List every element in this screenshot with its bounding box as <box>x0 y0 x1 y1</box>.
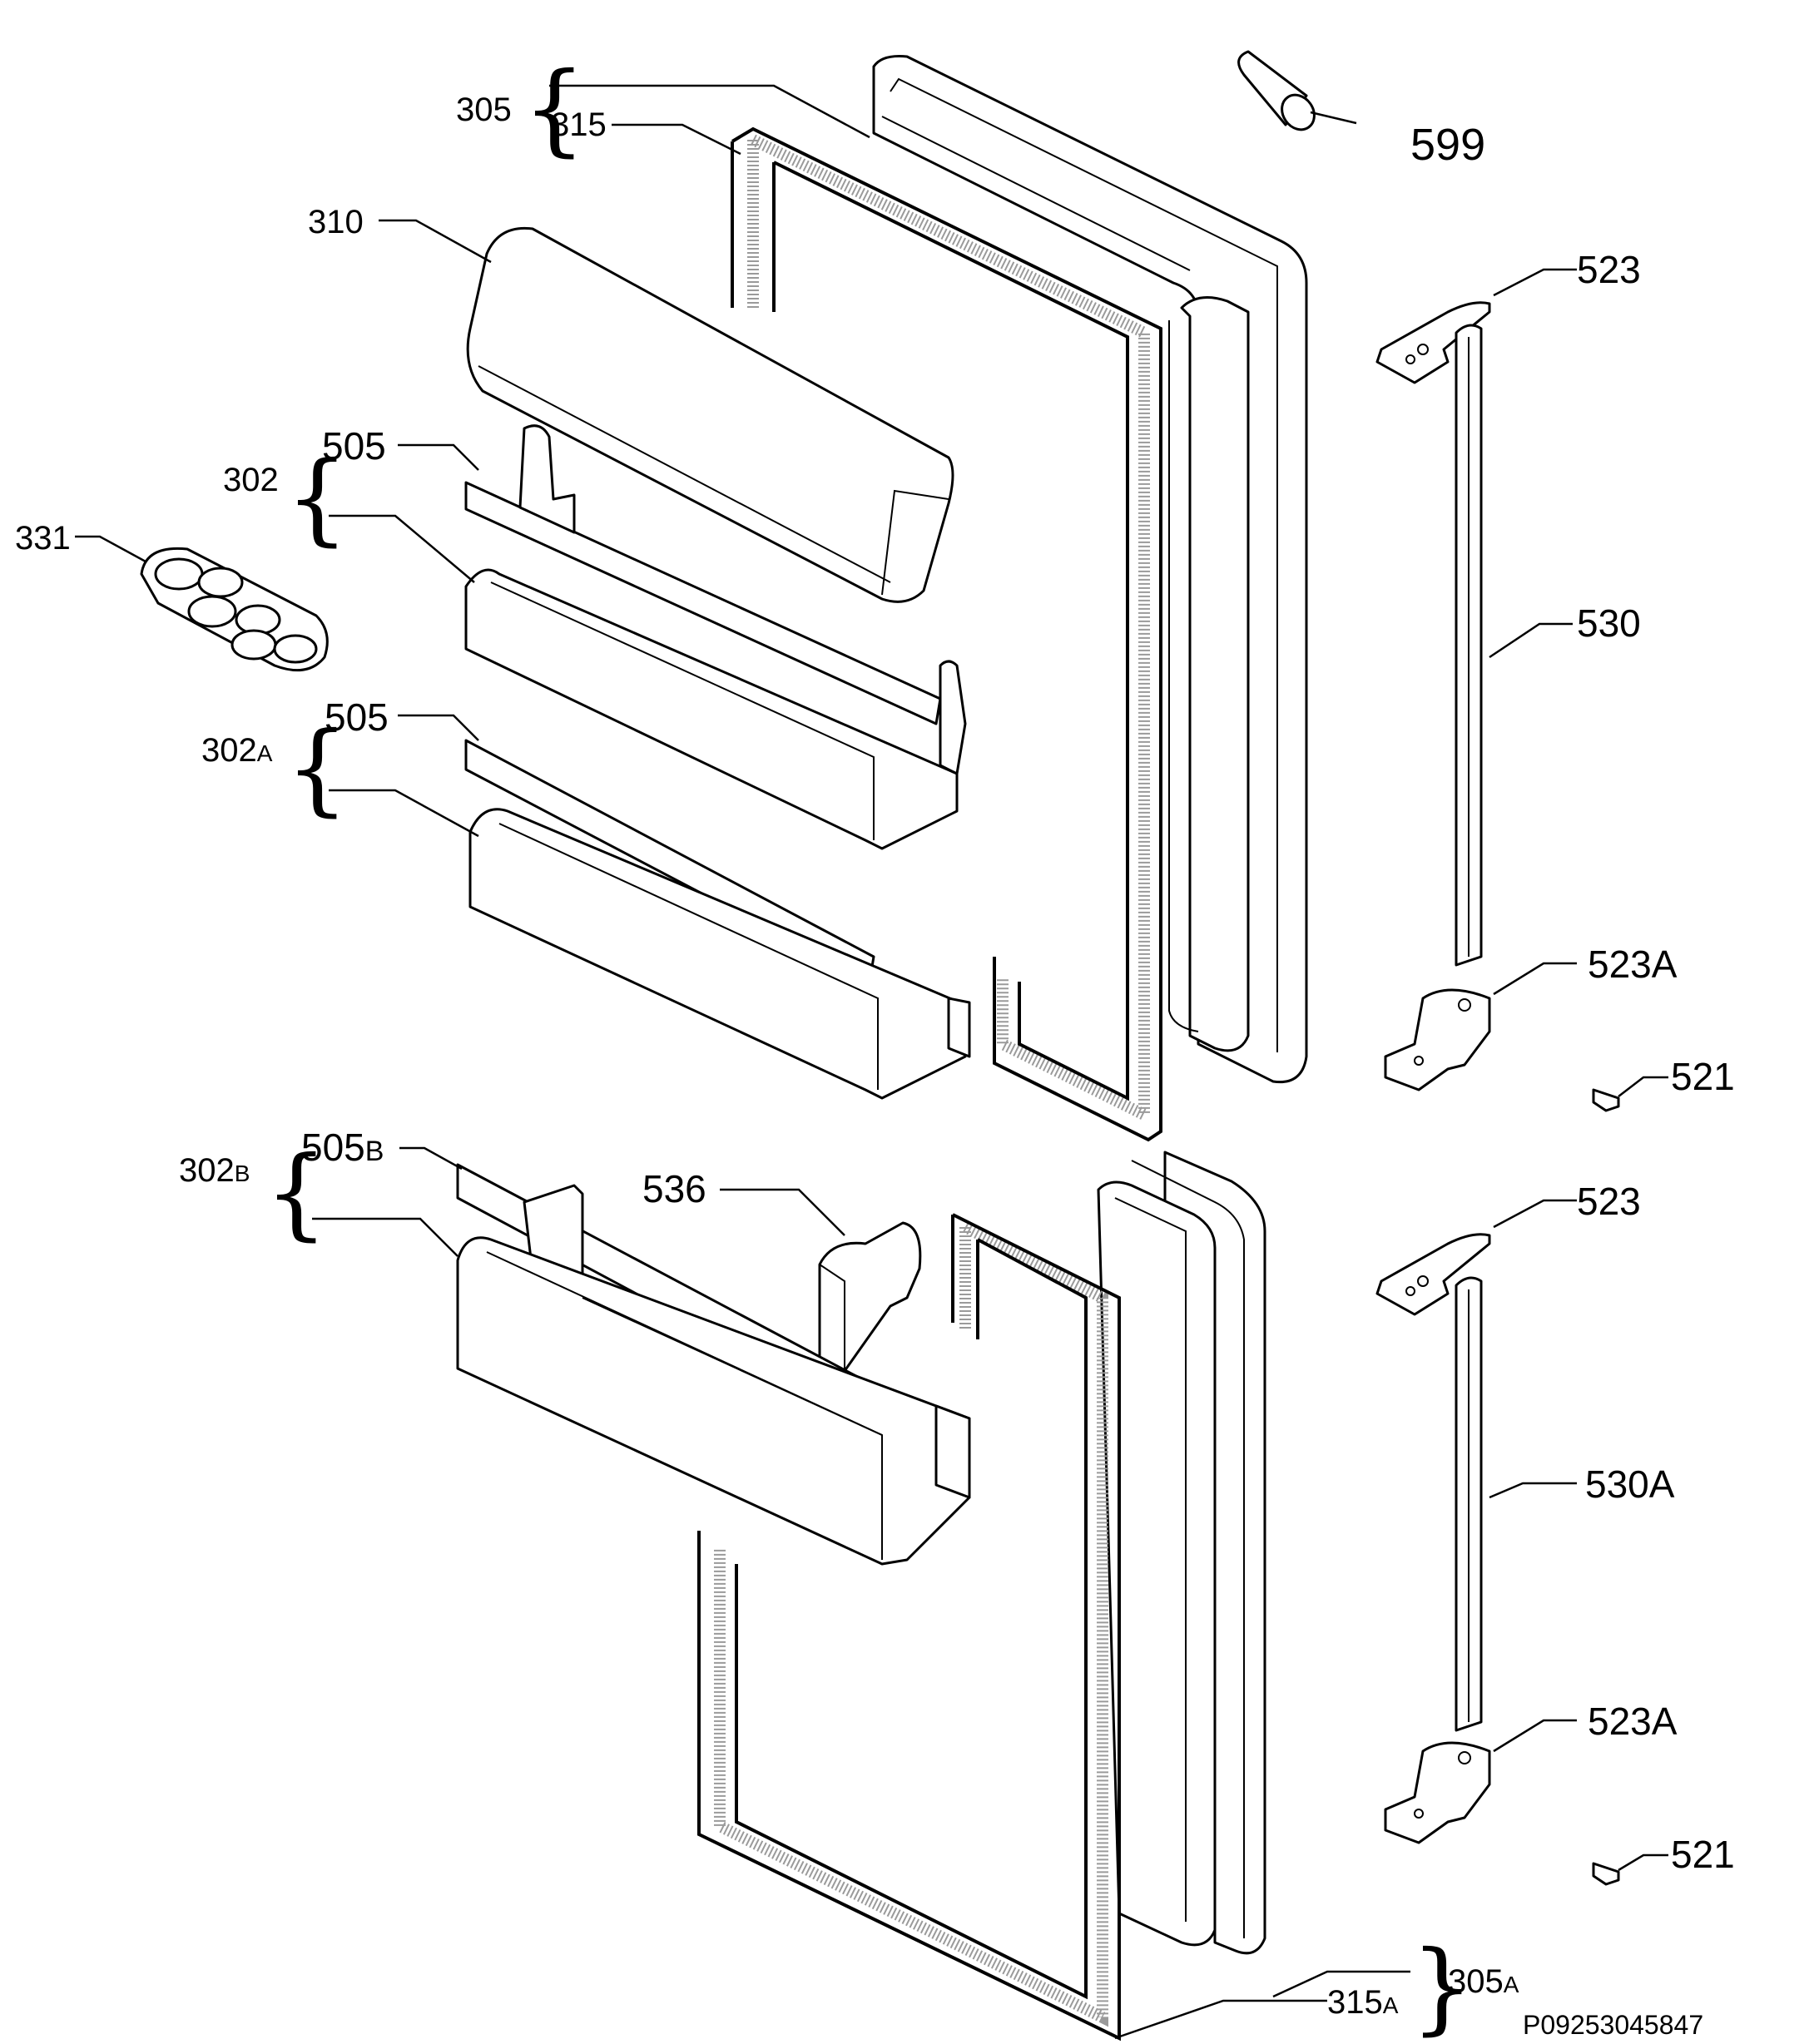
label-530: 530 <box>1577 601 1641 645</box>
label-523-top: 523 <box>1577 248 1641 291</box>
label-302b-num: 302 <box>179 1152 235 1189</box>
brace-302b: { <box>265 1136 328 1251</box>
door-shelf-302a <box>464 739 971 1100</box>
brace-305: { <box>523 52 586 167</box>
hinge-523-bottom <box>1375 1233 1491 1316</box>
label-302a-sub: A <box>257 740 273 766</box>
label-310: 310 <box>308 204 364 240</box>
rail-530 <box>1455 324 1483 967</box>
brace-302: { <box>285 441 349 557</box>
label-331: 331 <box>15 520 71 557</box>
label-302a-num: 302 <box>201 732 257 769</box>
upper-gasket-315 <box>731 126 1162 1142</box>
lower-gasket-315a <box>697 1213 1121 2042</box>
label-315a-num: 315 <box>1327 1984 1383 2021</box>
label-305a: 305A <box>1448 1963 1519 2000</box>
hinge-523a-bottom <box>1384 1741 1491 1844</box>
label-315a-sub: A <box>1383 1992 1399 2018</box>
label-505b: 505B <box>301 1126 384 1169</box>
brace-305a: } <box>1410 1930 1474 2044</box>
label-505-b: 505 <box>325 695 389 739</box>
lower-door-305a <box>1097 1151 1266 1955</box>
drawing-code: P09253045847 <box>1523 2010 1703 2040</box>
label-305: 305 <box>456 92 512 128</box>
hinge-523-top <box>1375 301 1491 384</box>
bottle-holder-536 <box>818 1221 922 1378</box>
label-302b: 302B <box>179 1152 250 1189</box>
door-shelf-302b <box>456 1163 971 1566</box>
label-302b-sub: B <box>235 1161 250 1186</box>
label-523a-top: 523A <box>1588 943 1678 986</box>
label-305a-sub: A <box>1504 1972 1519 1997</box>
rail-530a <box>1455 1276 1483 1732</box>
upper-door-305 <box>872 55 1308 1084</box>
brace-302a: { <box>285 711 349 827</box>
label-315a: 315A <box>1327 1984 1399 2021</box>
label-521-top: 521 <box>1671 1055 1735 1098</box>
label-505b-num: 505 <box>301 1126 365 1169</box>
label-599: 599 <box>1410 120 1485 170</box>
butter-lid-310 <box>466 226 954 603</box>
label-530a: 530A <box>1585 1462 1675 1506</box>
label-505b-sub: B <box>365 1136 384 1167</box>
label-523-bottom: 523 <box>1577 1180 1641 1223</box>
cylinder-599 <box>1237 50 1316 131</box>
label-505-a: 505 <box>322 424 386 468</box>
label-315: 315 <box>551 106 607 143</box>
screw-521-top <box>1592 1088 1620 1112</box>
label-536: 536 <box>642 1167 706 1210</box>
label-523a-bottom: 523A <box>1588 1700 1678 1743</box>
leader-lines <box>75 84 1668 2040</box>
hinge-523a-top <box>1384 988 1491 1091</box>
screw-521-bottom <box>1592 1862 1620 1886</box>
label-302: 302 <box>223 462 279 498</box>
label-302a: 302A <box>201 732 273 769</box>
label-521-bottom: 521 <box>1671 1833 1735 1876</box>
door-shelf-302 <box>464 424 967 850</box>
label-305a-num: 305 <box>1448 1963 1504 2000</box>
part-labels: 305 { 315 599 310 523 302 { 505 331 530 … <box>15 52 1735 2044</box>
egg-tray-331 <box>140 547 329 672</box>
